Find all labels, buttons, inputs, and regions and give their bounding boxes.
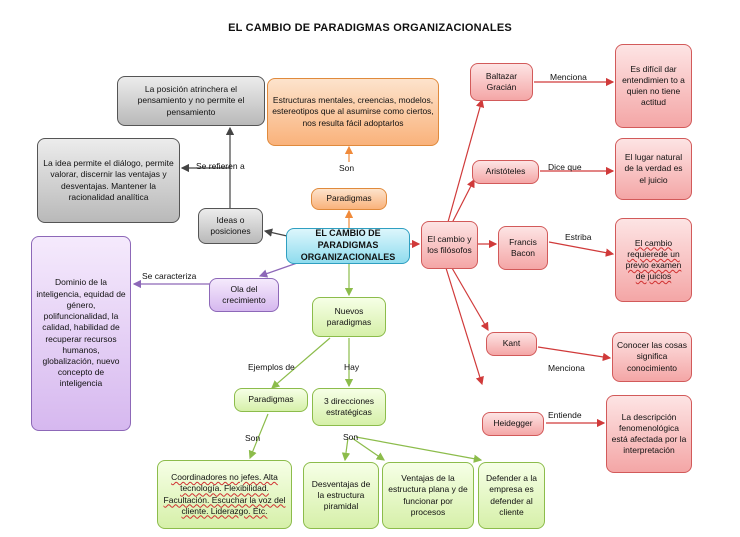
ola-node: Ola del crecimiento — [209, 278, 279, 312]
kant-node: Kant — [486, 332, 537, 356]
center-node: EL CAMBIO DE PARADIGMAS ORGANIZACIONALES — [286, 228, 410, 264]
coordinadores-node: Coordinadores no jefes. Alta tecnología.… — [157, 460, 292, 529]
label-se-caracteriza: Se caracteriza — [142, 271, 197, 281]
arrow-filosofos-heidegger — [445, 267, 484, 386]
label-son-right: Son — [343, 432, 359, 442]
ideas-node: Ideas o posiciones — [198, 208, 263, 244]
arrow-filosofos-kant — [451, 267, 489, 332]
arrow-tres-desventajas — [341, 437, 351, 462]
filosofos-node: El cambio y los filósofos — [421, 221, 478, 269]
arrow-filosofos-baltazar — [447, 98, 485, 223]
label-se-refieren: Se refieren a — [196, 161, 245, 171]
paradigmas-top-node: Paradigmas — [311, 188, 387, 210]
arrow-tres-ventajas — [351, 437, 385, 461]
coordinadores-text: Coordinadores no jefes. Alta tecnología.… — [163, 472, 286, 516]
arrow-paradigmas-coord — [248, 413, 269, 460]
arrow-center-ola — [258, 261, 301, 278]
defender-node: Defender a la empresa es defender al cli… — [478, 462, 545, 529]
desventajas-node: Desventajas de la estructura piramidal — [303, 462, 379, 529]
arrow-kant-text — [537, 346, 612, 362]
map-title: EL CAMBIO DE PARADIGMAS ORGANIZACIONALES — [228, 22, 512, 34]
paradigmas-bottom-node: Paradigmas — [234, 388, 308, 412]
heidegger-node: Heidegger — [482, 412, 544, 436]
baltazar-node: Baltazar Gracián — [470, 63, 533, 101]
idea-dialogo-node: La idea permite el diálogo, permite valo… — [37, 138, 180, 223]
heidegger-text-node: La descripción fenomenológica está afect… — [606, 395, 692, 473]
label-dice-que: Dice que — [548, 162, 582, 172]
tres-direcciones-node: 3 direcciones estratégicas — [312, 388, 386, 426]
label-estriba: Estriba — [565, 232, 592, 242]
posicion-node: La posición atrinchera el pensamiento y … — [117, 76, 265, 126]
aristoteles-node: Aristóteles — [472, 160, 539, 184]
arrow-francis-text — [548, 241, 615, 257]
label-menciona-2: Menciona — [548, 363, 585, 373]
label-son-top: Son — [339, 163, 355, 173]
arrow-filosofos-aristoteles — [451, 178, 475, 224]
francis-text-node: El cambio requierede un previo examen de… — [615, 218, 692, 302]
aristoteles-text-node: El lugar natural de la verdad es el juic… — [615, 138, 692, 200]
label-son-left: Son — [245, 433, 261, 443]
label-entiende: Entiende — [548, 410, 582, 420]
francis-text: El cambio requierede un previo examen de… — [625, 237, 682, 282]
label-ejemplos: Ejemplos de — [248, 362, 295, 372]
nuevos-paradigmas-node: Nuevos paradigmas — [312, 297, 386, 337]
kant-text-node: Conocer las cosas significa conocimiento — [612, 332, 692, 382]
estructuras-node: Estructuras mentales, creencias, modelos… — [267, 78, 439, 146]
label-hay: Hay — [344, 362, 360, 372]
arrow-nuevos-paradigmas — [271, 337, 331, 389]
arrow-center-ideas — [263, 228, 288, 237]
arrow-tres-defender — [355, 436, 483, 463]
baltazar-text-node: Es difícil dar entendimien to a quien no… — [615, 44, 692, 128]
francis-node: Francis Bacon — [498, 226, 548, 270]
dominio-node: Dominio de la inteligencia, equidad de g… — [31, 236, 131, 431]
label-menciona-1: Menciona — [550, 72, 587, 82]
ventajas-node: Ventajas de la estructura plana y de fun… — [382, 462, 474, 529]
